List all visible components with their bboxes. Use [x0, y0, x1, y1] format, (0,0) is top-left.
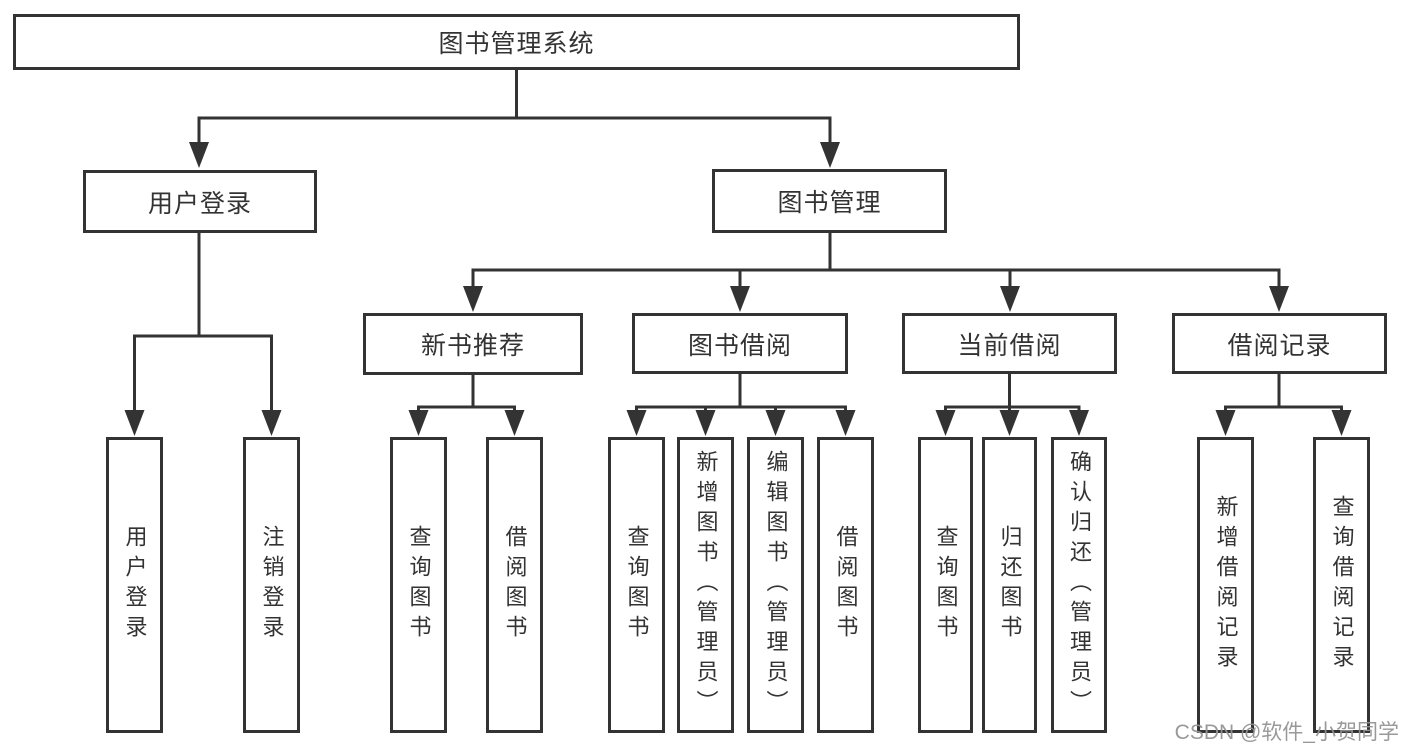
node-add-book-admin: 新增图书（管理员） — [677, 437, 734, 733]
node-borrow-books-leaf: 借阅图书 — [817, 437, 874, 733]
node-book-borrow-label: 图书借阅 — [687, 331, 792, 360]
node-user-login-label: 用户登录 — [147, 189, 252, 218]
node-borrow-records-label: 借阅记录 — [1227, 331, 1332, 360]
node-library-system-label: 图书管理系统 — [438, 30, 595, 58]
node-query-books-borrow-label: 查询图书 — [624, 525, 650, 645]
node-borrow-books-recommend-label: 借阅图书 — [502, 525, 528, 645]
node-borrow-records: 借阅记录 — [1172, 313, 1387, 374]
csdn-watermark: CSDN @软件_小贺同学 — [1174, 721, 1399, 744]
node-confirm-return-admin-label: 确认归还（管理员） — [1067, 450, 1092, 720]
node-current-borrow-label: 当前借阅 — [957, 331, 1062, 360]
node-add-borrow-record: 新增借阅记录 — [1197, 437, 1254, 733]
node-query-books-current: 查询图书 — [918, 437, 973, 733]
node-query-books-recommend: 查询图书 — [390, 437, 447, 733]
node-logout-label: 注销登录 — [259, 525, 285, 645]
node-query-borrow-record-label: 查询借阅记录 — [1329, 495, 1355, 675]
node-book-management-label: 图书管理 — [777, 189, 882, 217]
node-query-books-recommend-label: 查询图书 — [406, 525, 432, 645]
node-new-book-recommend-label: 新书推荐 — [420, 332, 525, 360]
node-user-login-leaf-label: 用户登录 — [122, 525, 148, 645]
node-book-borrow: 图书借阅 — [632, 313, 848, 374]
node-return-book: 归还图书 — [982, 437, 1037, 733]
node-edit-book-admin-label: 编辑图书（管理员） — [763, 450, 789, 720]
node-query-books-borrow: 查询图书 — [608, 437, 665, 733]
node-query-borrow-record: 查询借阅记录 — [1313, 437, 1370, 733]
node-confirm-return-admin: 确认归还（管理员） — [1051, 437, 1107, 733]
node-book-management: 图书管理 — [712, 169, 947, 233]
node-library-system: 图书管理系统 — [13, 14, 1020, 70]
node-add-book-admin-label: 新增图书（管理员） — [693, 450, 719, 720]
node-borrow-books-leaf-label: 借阅图书 — [833, 525, 859, 645]
node-user-login: 用户登录 — [83, 170, 317, 233]
node-logout: 注销登录 — [243, 437, 300, 733]
node-query-books-current-label: 查询图书 — [933, 525, 959, 645]
node-edit-book-admin: 编辑图书（管理员） — [747, 437, 804, 733]
node-add-borrow-record-label: 新增借阅记录 — [1213, 495, 1239, 675]
node-current-borrow: 当前借阅 — [902, 313, 1117, 374]
node-new-book-recommend: 新书推荐 — [363, 313, 583, 375]
node-return-book-label: 归还图书 — [997, 525, 1023, 645]
node-user-login-leaf: 用户登录 — [106, 437, 163, 733]
node-borrow-books-recommend: 借阅图书 — [486, 437, 543, 733]
